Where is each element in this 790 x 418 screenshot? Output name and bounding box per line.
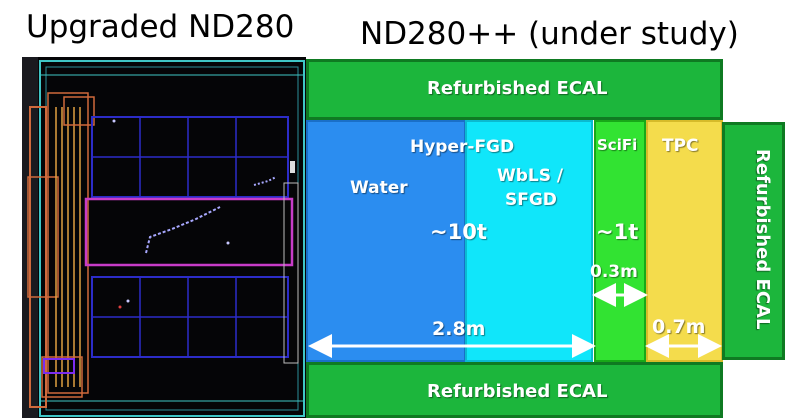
mass-10t-label: ~10t	[430, 220, 487, 244]
scifi-block: SciFi	[594, 120, 646, 362]
tpc-label: TPC	[662, 136, 699, 156]
side-structure	[283, 182, 299, 364]
purple-box	[43, 358, 75, 374]
orange-box	[63, 96, 95, 126]
water-label: Water	[350, 178, 408, 198]
hyper-fgd-label: Hyper-FGD	[410, 137, 515, 157]
wbls-block: WbLS / SFGD	[465, 120, 593, 362]
wbls-label: WbLS /	[497, 166, 564, 186]
ecal-bottom-block: Refurbished ECAL	[306, 362, 723, 418]
event-display-graphic	[22, 57, 305, 418]
right-title: ND280++ (under study)	[360, 16, 739, 52]
particle-track	[253, 176, 277, 186]
ecal-top-label: Refurbished ECAL	[427, 78, 608, 99]
orange-structure	[47, 92, 89, 394]
ecal-top-block: Refurbished ECAL	[306, 59, 723, 120]
hit	[118, 305, 122, 309]
orange-box	[41, 356, 83, 398]
hit	[226, 241, 230, 245]
left-title: Upgraded ND280	[26, 9, 295, 45]
hit	[126, 299, 130, 303]
sfgd-box	[84, 197, 294, 267]
hit	[112, 119, 116, 123]
dim-0-7m-label: 0.7m	[652, 316, 706, 338]
ecal-right-block: Refurbished ECAL	[722, 122, 785, 360]
side-marker	[290, 161, 295, 173]
event-display	[22, 57, 306, 418]
dim-0-3m-label: 0.3m	[590, 262, 638, 282]
scifi-label: SciFi	[597, 136, 638, 154]
mass-1t-label: ~1t	[596, 220, 639, 244]
water-block: Water	[306, 120, 466, 362]
orange-structure	[29, 106, 47, 408]
outer-frame	[39, 60, 305, 417]
sfgd-label: SFGD	[505, 190, 557, 210]
orange-structure	[27, 176, 59, 298]
ecal-bottom-label: Refurbished ECAL	[427, 381, 608, 402]
particle-track	[145, 206, 221, 254]
tpc-block: TPC	[646, 120, 723, 362]
